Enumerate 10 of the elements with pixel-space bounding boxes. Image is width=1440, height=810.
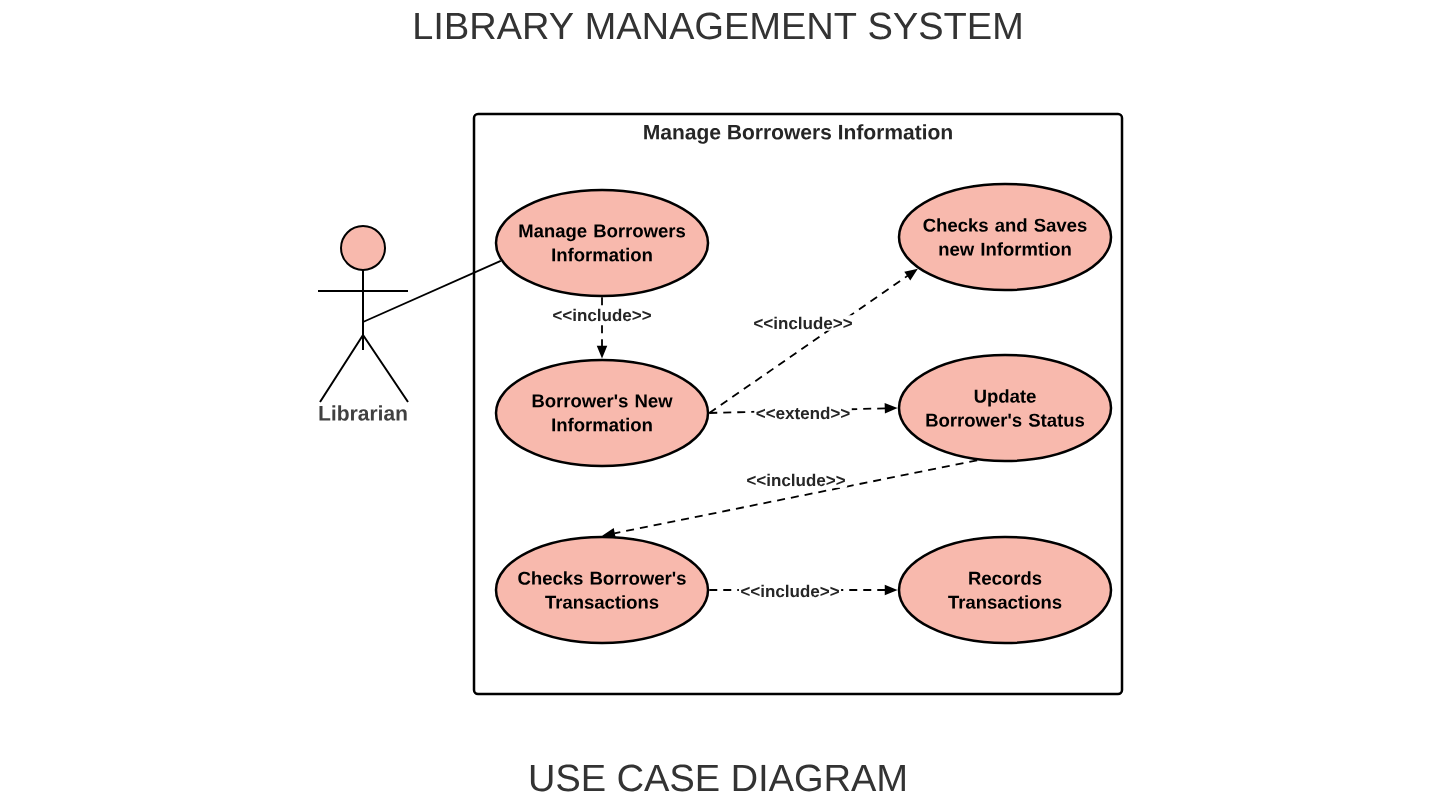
edge-label: <<extend>> [754,405,852,421]
caption: USE CASE DIAGRAM [530,764,905,792]
edge-label: <<include>> [550,307,654,323]
actor-name: Librarian [319,405,407,421]
connector [362,259,502,323]
edge-label: <<include>> [744,472,848,488]
edge-label: <<include>> [738,583,842,599]
edge-label: <<include>> [751,315,855,331]
title: LIBRARY MANAGEMENT SYSTEM [415,12,1021,40]
system-title: Manage Borrowers Information [644,124,952,144]
